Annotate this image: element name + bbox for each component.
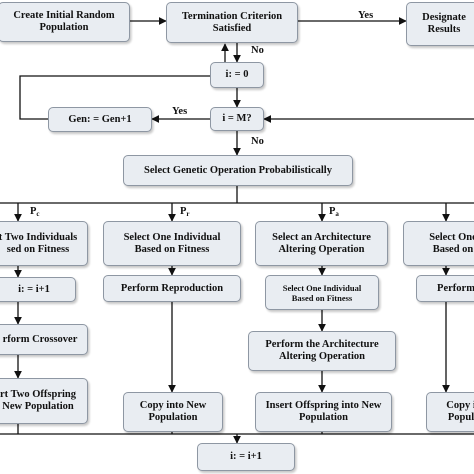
increment-counter-bottom-box: i: = i+1	[197, 443, 295, 471]
designate-results-box: Designate Results	[406, 2, 474, 46]
i-equals-m-box: i = M?	[210, 107, 264, 131]
perform-architecture-operation-box: Perform the Architecture Altering Operat…	[248, 331, 396, 371]
gen-increment-box: Gen: = Gen+1	[48, 107, 152, 132]
select-one-individual-arch-box: Select One Individual Based on Fitness	[265, 275, 379, 310]
termination-criterion-box: Termination Criterion Satisfied	[166, 2, 298, 43]
insert-two-offspring-box: rt Two Offspring New Population	[0, 378, 88, 424]
yes-label-check: Yes	[172, 106, 188, 117]
copy-into-new-population-box: Copy into New Population	[123, 392, 223, 432]
increment-counter-left-box: i: = i+1	[0, 277, 76, 302]
select-two-individuals-box: t Two Individuals sed on Fitness	[0, 221, 88, 266]
no-label-termination: No	[251, 45, 264, 56]
select-operation-box: Select Genetic Operation Probabilistical…	[123, 155, 353, 186]
init-counter-box: i: = 0	[210, 62, 264, 88]
create-population-box: Create Initial Random Population	[0, 2, 130, 42]
select-one-right-box: Select One Based on	[403, 221, 474, 266]
no-label-check: No	[251, 136, 264, 147]
select-architecture-operation-box: Select an Architecture Altering Operatio…	[255, 221, 388, 266]
copy-right-box: Copy i Popul	[426, 392, 474, 432]
perform-right-box: Perform	[416, 275, 474, 302]
prob-crossover-label: Pc	[30, 206, 40, 218]
insert-offspring-box: Insert Offspring into New Population	[255, 392, 392, 432]
yes-label-termination: Yes	[358, 10, 374, 21]
perform-crossover-box: rform Crossover	[0, 324, 88, 355]
select-one-individual-repro-box: Select One Individual Based on Fitness	[103, 221, 241, 266]
prob-reproduction-label: Pr	[180, 206, 190, 218]
perform-reproduction-box: Perform Reproduction	[103, 275, 241, 302]
prob-architecture-label: Pa	[329, 206, 339, 218]
